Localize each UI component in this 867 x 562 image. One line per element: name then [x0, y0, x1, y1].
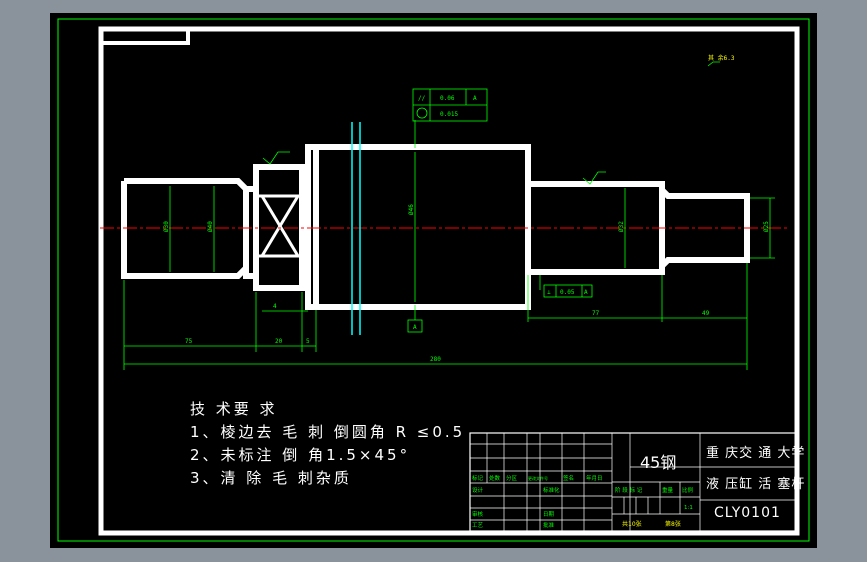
- dim-l2: 20: [275, 338, 283, 345]
- dim-d5: Ø25: [763, 221, 770, 232]
- dim-total: 280: [430, 356, 441, 363]
- drawing-frame: [98, 26, 800, 536]
- tech-req-item-1: 1、棱边去 毛 刺 倒圆角 R ≤0.5: [190, 423, 466, 441]
- tb-scale: 1:1: [684, 505, 693, 511]
- tolerance-frame-top: [412, 88, 488, 122]
- title-block-grid: [469, 432, 797, 532]
- tb-org: 重 庆交 通 大学: [706, 446, 806, 461]
- tb-code: CLY0101: [714, 505, 781, 521]
- runout-frame: [543, 284, 593, 298]
- tb-role-review: 审核: [472, 510, 484, 518]
- section-lines: [351, 122, 361, 335]
- tech-req-item-2: 2、未标注 倒 角1.5×45°: [190, 446, 411, 464]
- sheet-border: [57, 18, 810, 542]
- tb-h-fenqu: 分区: [506, 474, 518, 482]
- roughness-note: 其 余6.3: [708, 54, 735, 62]
- dim-w2: 5: [306, 338, 310, 345]
- tol-circ-value: 0.015: [440, 111, 458, 118]
- tb-h-stage: 阶 段 标 记: [615, 486, 643, 494]
- tb-sheets: 共10张: [622, 520, 642, 528]
- tb-material: 45钢: [640, 453, 677, 472]
- dim-l1: 75: [185, 338, 193, 345]
- datum-label: A: [413, 324, 417, 331]
- tb-h-gengai: 更改文件号: [528, 475, 548, 481]
- dim-l3: 77: [592, 310, 600, 317]
- tb-role-approve: 批准: [543, 521, 555, 529]
- tol-parallel-symbol: //: [418, 95, 426, 102]
- tech-req-item-3: 3、清 除 毛 刺杂质: [190, 469, 352, 487]
- bearing-cross: [258, 194, 300, 258]
- tb-role-process: 工艺: [472, 522, 484, 529]
- runout-symbol: ⊥: [547, 289, 551, 296]
- dimension-lines: [123, 61, 775, 370]
- dim-d3: Ø46: [408, 204, 415, 215]
- runout-value: 0.05: [560, 289, 575, 296]
- tb-h-scale: 比例: [682, 486, 694, 494]
- tb-role-date: 日期: [543, 511, 555, 518]
- tb-h-biaoji: 标记: [472, 474, 484, 482]
- tb-part-name: 液 压缸 活 塞杆: [706, 477, 806, 492]
- datum-box: [407, 319, 423, 333]
- tech-req-title: 技 术要 求: [190, 400, 278, 418]
- runout-datum: A: [584, 289, 588, 296]
- tol-parallel-datum: A: [473, 95, 477, 102]
- tb-role-design: 设计: [472, 486, 484, 494]
- tb-sheet-no: 第8张: [665, 520, 681, 528]
- dim-w1: 4: [273, 303, 277, 310]
- drawing-background: [50, 13, 817, 548]
- tb-h-chushu: 处数: [489, 474, 501, 482]
- tol-parallel-value: 0.06: [440, 95, 455, 102]
- dim-d2: Ø40: [207, 221, 214, 232]
- tb-h-weight: 重量: [662, 486, 674, 494]
- tb-role-std: 标准化: [543, 486, 560, 494]
- tb-h-qianming: 签名: [563, 474, 574, 482]
- dim-d1: Ø30: [163, 221, 170, 232]
- frame-corner-notch: [99, 27, 190, 45]
- dim-d4: Ø32: [618, 221, 625, 232]
- dim-l4: 49: [702, 310, 710, 317]
- tb-h-nianyueri: 年月日: [586, 474, 603, 482]
